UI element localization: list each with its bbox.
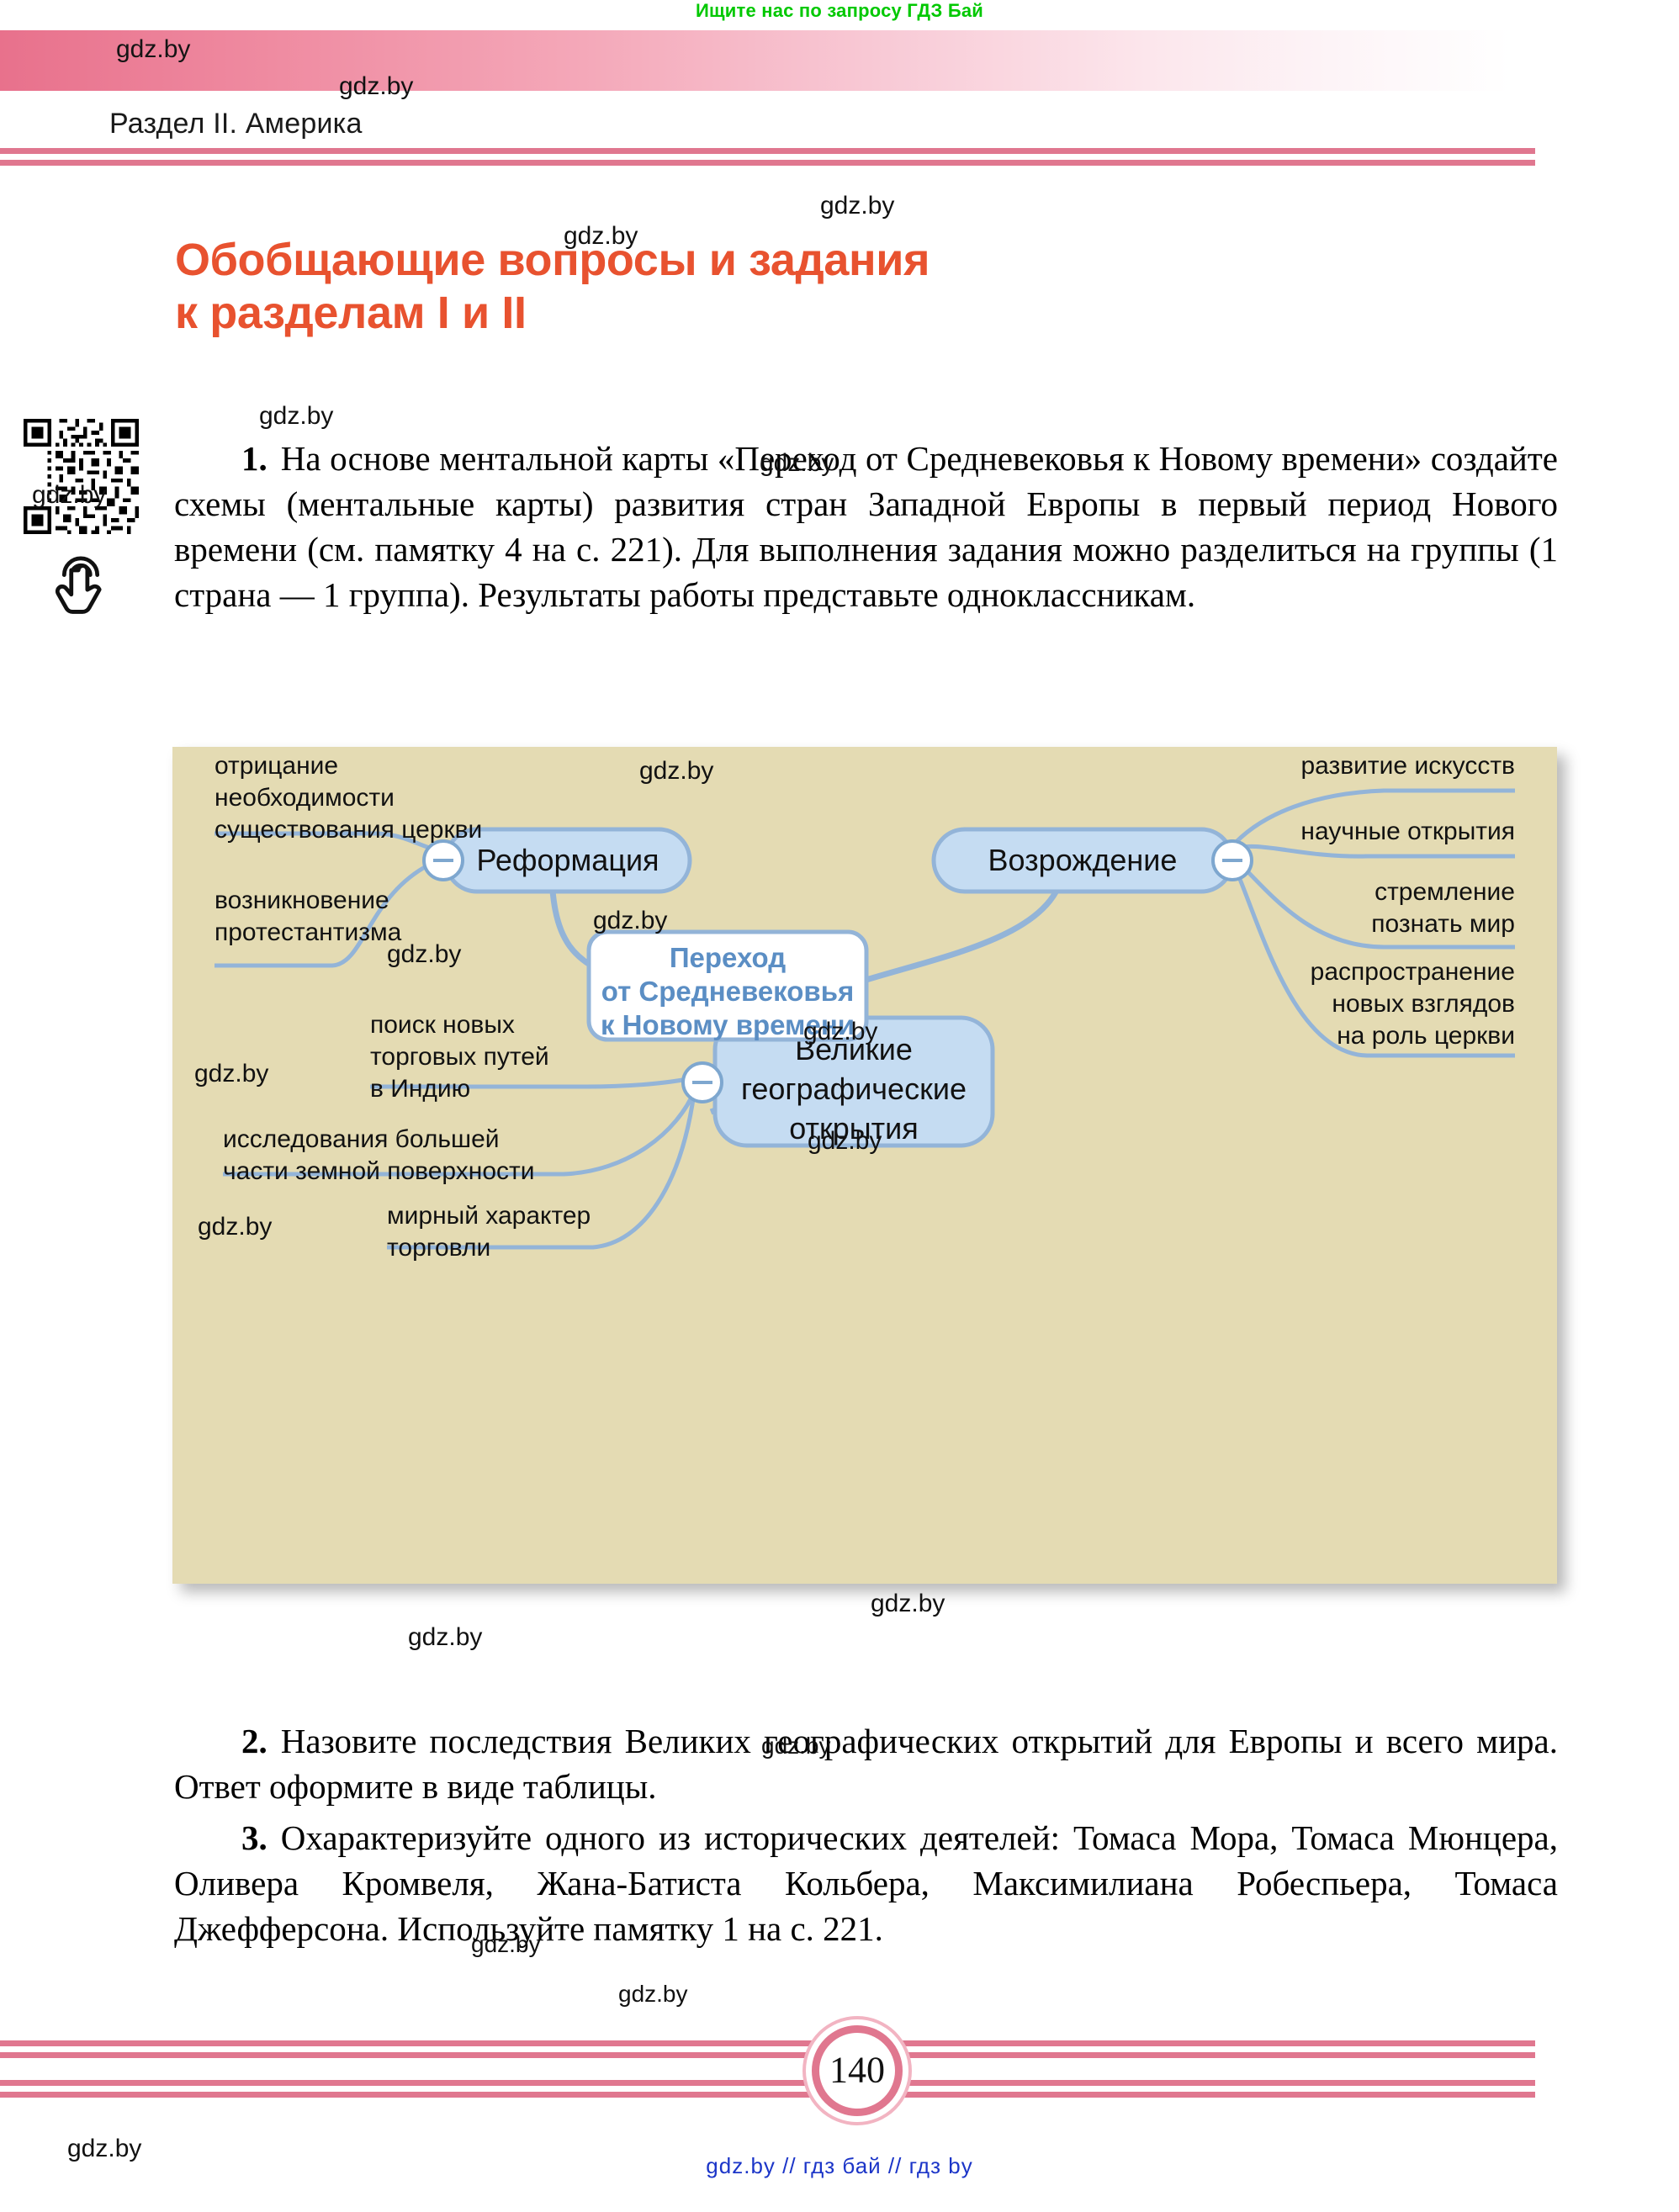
leaf-label-geo-1b: торговых путей xyxy=(370,1043,549,1071)
tap-hand-icon[interactable] xyxy=(42,544,119,620)
branch-leaf-geo-2 xyxy=(223,1087,698,1177)
node-discoveries-label-3: открытия xyxy=(789,1111,918,1146)
node-center-pill[interactable] xyxy=(586,929,869,1042)
header-gradient-band xyxy=(0,30,1511,91)
page-number: 140 xyxy=(829,2049,885,2091)
watermark: gdz.by xyxy=(871,1590,945,1617)
page-title: Обобщающие вопросы и задания к разделам … xyxy=(175,234,1184,340)
leaf-label-voz-4a: распространение xyxy=(1311,958,1515,986)
leaf-label-geo-3b: торговли xyxy=(387,1234,490,1262)
watermark: gdz.by xyxy=(808,1127,882,1155)
leaf-label-geo-3a: мирный характер xyxy=(387,1202,591,1230)
header-rule-upper xyxy=(0,148,1535,154)
page-title-line-2: к разделам I и II xyxy=(175,288,527,339)
watermark: gdz.by xyxy=(593,907,667,934)
leaf-label-geo-1a: поиск новых xyxy=(370,1011,515,1039)
question-text: На основе ментальной карты «Переход от С… xyxy=(174,439,1558,614)
leaf-label-ref-1a: отрицание xyxy=(215,752,338,780)
question-number: 2. xyxy=(241,1722,267,1760)
branch-leaf-voz-2 xyxy=(1231,844,1515,859)
leaf-label-ref-1b: необходимости xyxy=(215,784,395,812)
page-number-bubble: 140 xyxy=(812,2025,903,2116)
leaf-label-voz-1: развитие искусств xyxy=(1300,752,1515,780)
watermark: gdz.by xyxy=(259,402,334,430)
node-renaissance-label: Возрождение xyxy=(988,843,1178,877)
leaf-label-geo-2a: исследования большей xyxy=(223,1125,500,1153)
mind-map-svg: Реформация Возрождение Великие географич… xyxy=(194,752,1515,1262)
leaf-label-voz-3a: стремление xyxy=(1374,878,1515,906)
watermark: gdz.by xyxy=(803,1018,877,1045)
watermark: gdz.by xyxy=(618,1981,688,2007)
leaf-label-ref-2a: возникновение xyxy=(215,886,389,914)
leaf-label-voz-2: научные открытия xyxy=(1300,818,1515,845)
node-discoveries-label-2: географические xyxy=(741,1072,967,1106)
watermark: gdz.by xyxy=(820,192,895,220)
branch-leaf-ref-2 xyxy=(215,857,441,968)
footer-rule-4 xyxy=(0,2092,1535,2098)
watermark: gdz.by xyxy=(639,757,713,785)
question-paragraph-3: 3.Охарактеризуйте одного из исторических… xyxy=(174,1816,1558,1952)
branch-leaf-voz-1 xyxy=(1229,788,1515,849)
leaf-label-voz-4c: на роль церкви xyxy=(1337,1022,1515,1050)
footer-rule-2 xyxy=(0,2052,1535,2058)
node-reformation-label: Реформация xyxy=(476,843,659,877)
promo-banner: Ищите нас по запросу ГДЗ Бай xyxy=(695,0,983,21)
footer-rule-1 xyxy=(0,2040,1535,2046)
leaf-label-ref-1c: существования церкви xyxy=(215,816,482,844)
watermark: gdz.by xyxy=(198,1213,272,1241)
qr-code-icon[interactable] xyxy=(24,419,139,534)
question-text: Назовите последствия Великих географичес… xyxy=(174,1722,1558,1806)
leaf-label-geo-2b: части земной поверхности xyxy=(223,1157,535,1185)
node-center-label-2: от Средневековья xyxy=(601,976,855,1007)
question-paragraph-2: 2.Назовите последствия Великих географич… xyxy=(174,1719,1558,1810)
question-number: 1. xyxy=(241,439,267,478)
watermark: gdz.by xyxy=(408,1623,483,1651)
watermark: gdz.by xyxy=(387,940,461,968)
leaf-label-voz-3b: познать мир xyxy=(1371,910,1515,938)
footer-links[interactable]: gdz.by // гдз бай // гдз by xyxy=(706,2153,973,2178)
footer-rule-3 xyxy=(0,2080,1535,2086)
branch-leaf-geo-3 xyxy=(387,1093,696,1250)
watermark: gdz.by xyxy=(194,1060,268,1087)
leaf-label-voz-4b: новых взглядов xyxy=(1332,990,1515,1018)
header-rule-lower xyxy=(0,160,1535,166)
mind-map-figure: Реформация Возрождение Великие географич… xyxy=(172,747,1557,1584)
leaf-label-ref-2b: протестантизма xyxy=(215,918,402,946)
branch-leaf-voz-4 xyxy=(1230,860,1515,1058)
running-head: Раздел II. Америка xyxy=(109,108,363,140)
page-title-line-1: Обобщающие вопросы и задания xyxy=(175,235,930,285)
question-paragraph-1: 1.На основе ментальной карты «Переход от… xyxy=(174,437,1558,618)
leaf-label-geo-1c: в Индию xyxy=(370,1075,470,1103)
question-text: Охарактеризуйте одного из исторических д… xyxy=(174,1818,1558,1948)
node-center-label-3: к Новому времени xyxy=(601,1009,855,1040)
qr-block xyxy=(24,419,141,620)
question-number: 3. xyxy=(241,1818,267,1857)
node-center-label-1: Переход xyxy=(670,942,786,973)
